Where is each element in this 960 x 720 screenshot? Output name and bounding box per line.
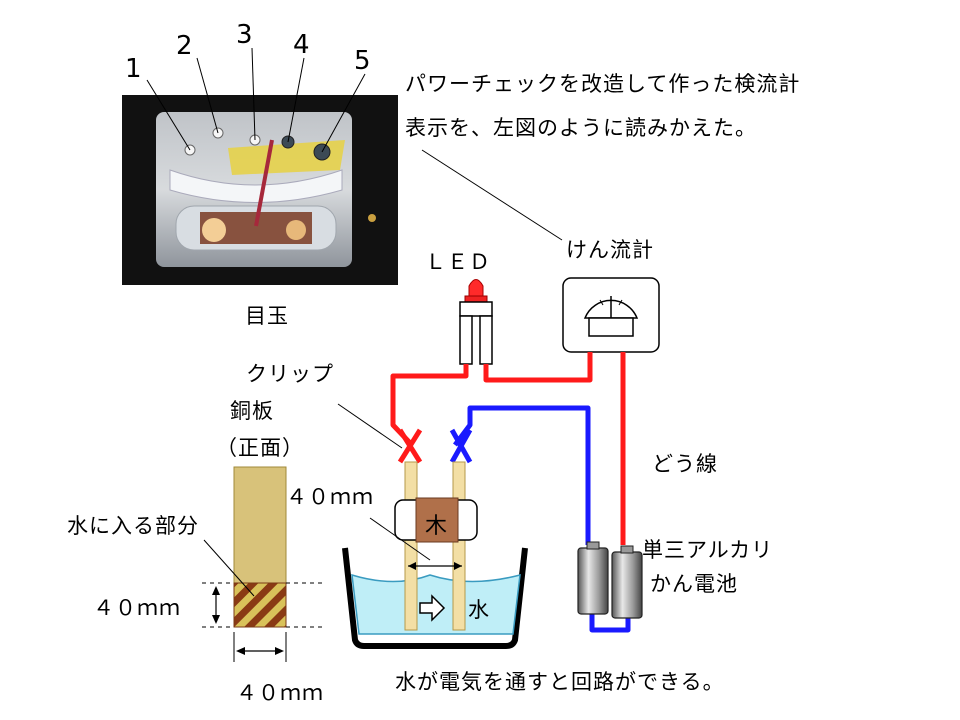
battery-right	[611, 551, 643, 619]
immersed-part-label: 水に入る部分	[67, 514, 199, 538]
wood-label: 木	[425, 514, 448, 539]
flow-arrow-icon	[419, 594, 446, 622]
battery-label-line-2: かん電池	[650, 572, 738, 596]
blue-clip	[449, 428, 473, 464]
label-number-3: 3	[236, 20, 253, 50]
front-view-label: （正面）	[216, 436, 304, 460]
battery-left	[577, 547, 609, 615]
copper-plate-right	[452, 461, 466, 631]
battery-label-line-1: 単三アルカリ	[642, 538, 774, 562]
led-label: ＬＥＤ	[425, 250, 491, 274]
height-dimension-label: ４０ｍｍ	[93, 596, 181, 620]
red-clip	[397, 428, 423, 464]
clip-label: クリップ	[246, 362, 334, 386]
water-label: 水	[468, 598, 490, 622]
width-dimension-label: ４０ｍｍ	[236, 681, 324, 705]
wire-label: どう線	[652, 452, 718, 476]
gap-dimension-label: ４０ｍｍ	[286, 485, 374, 509]
galvanometer-label: けん流計	[566, 238, 654, 262]
immersed-area	[233, 582, 287, 628]
note-line-1: パワーチェックを改造して作った検流計	[405, 72, 801, 96]
note-line-2: 表示を、左図のように読みかえた。	[405, 116, 757, 140]
label-number-5: 5	[354, 46, 371, 76]
wood-block	[415, 497, 459, 543]
label-number-2: 2	[176, 31, 193, 61]
blue-wire	[453, 405, 631, 633]
photo-caption: 目玉	[245, 304, 289, 328]
label-number-4: 4	[293, 30, 310, 60]
label-number-1: 1	[125, 54, 142, 84]
led-symbol	[459, 279, 493, 365]
copper-plate-left	[404, 461, 418, 631]
copper-plate-label: 銅板	[230, 399, 274, 423]
conclusion-text: 水が電気を通すと回路ができる。	[395, 670, 725, 694]
